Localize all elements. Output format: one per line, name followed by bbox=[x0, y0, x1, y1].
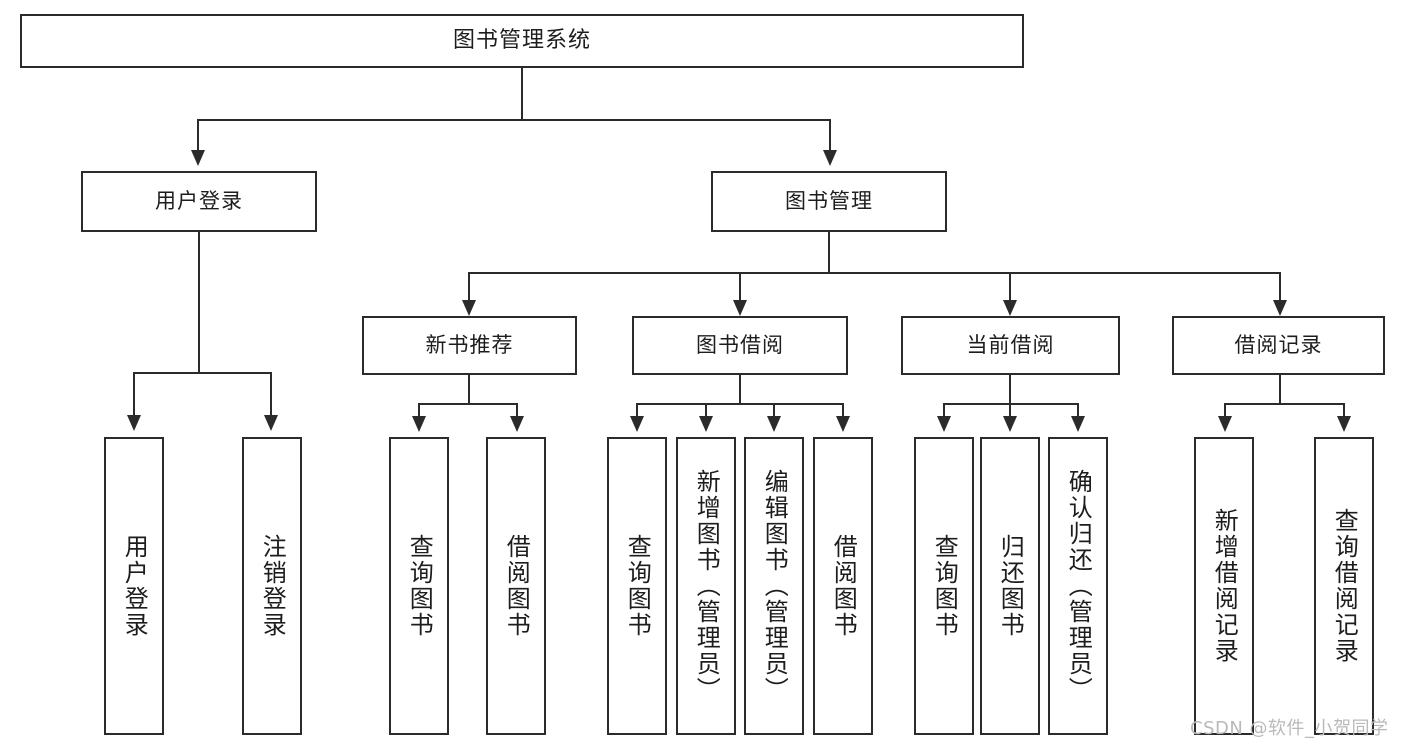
arrowhead-borrow-add-book bbox=[699, 416, 713, 432]
connector-record-stem bbox=[1279, 375, 1281, 404]
connector-record-drop-1 bbox=[1224, 403, 1226, 417]
leaf-current-return-book[interactable]: 归还图书 bbox=[980, 437, 1040, 735]
arrowhead-record-query bbox=[1337, 416, 1351, 432]
arrowhead-current-query-book bbox=[937, 416, 951, 432]
leaf-user-login[interactable]: 用户登录 bbox=[104, 437, 164, 735]
leaf-record-query[interactable]: 查询借阅记录 bbox=[1314, 437, 1374, 735]
connector-level3-drop-2 bbox=[739, 272, 741, 301]
connector-root-stem bbox=[521, 68, 523, 120]
connector-level3-bus bbox=[468, 272, 1280, 274]
node-label: 新增图书（管理员） bbox=[692, 469, 721, 703]
connector-borrow-bus bbox=[636, 403, 844, 405]
arrowhead-borrow-query-book bbox=[630, 416, 644, 432]
leaf-borrow-borrow-book[interactable]: 借阅图书 bbox=[813, 437, 873, 735]
node-book-manage[interactable]: 图书管理 bbox=[711, 171, 947, 232]
node-label: 图书管理系统 bbox=[452, 27, 591, 53]
arrowhead-current-return-book bbox=[1003, 416, 1017, 432]
arrowhead-recommend-borrow-book bbox=[510, 416, 524, 432]
connector-recommend-stem bbox=[468, 375, 470, 404]
node-label: 用户登录 bbox=[120, 534, 149, 638]
arrowhead-book-borrow bbox=[733, 300, 747, 316]
arrowhead-borrow-edit-book bbox=[767, 416, 781, 432]
arrowhead-borrow-borrow-book bbox=[836, 416, 850, 432]
connector-root-bus bbox=[197, 119, 831, 121]
node-book-borrow[interactable]: 图书借阅 bbox=[632, 316, 848, 375]
node-user-login[interactable]: 用户登录 bbox=[81, 171, 317, 232]
node-label: 图书借阅 bbox=[696, 332, 784, 357]
leaf-logout[interactable]: 注销登录 bbox=[242, 437, 302, 735]
connector-recommend-bus bbox=[418, 403, 518, 405]
arrowhead-borrow-record bbox=[1273, 300, 1287, 316]
connector-recommend-drop-1 bbox=[418, 403, 420, 417]
arrowhead-current-confirm-return bbox=[1071, 416, 1085, 432]
connector-userlogin-drop-1 bbox=[133, 372, 135, 416]
arrowhead-leaf-logout bbox=[264, 415, 278, 431]
arrowhead-user-login bbox=[191, 150, 205, 166]
node-label: 新增借阅记录 bbox=[1210, 508, 1239, 664]
leaf-recommend-borrow-book[interactable]: 借阅图书 bbox=[486, 437, 546, 735]
connector-current-drop-2 bbox=[1009, 403, 1011, 417]
arrowhead-leaf-user-login bbox=[127, 415, 141, 431]
node-label: 当前借阅 bbox=[966, 332, 1055, 357]
leaf-current-query-book[interactable]: 查询图书 bbox=[914, 437, 974, 735]
node-label: 编辑图书（管理员） bbox=[760, 469, 789, 703]
leaf-current-confirm-return[interactable]: 确认归还（管理员） bbox=[1048, 437, 1108, 735]
leaf-record-add[interactable]: 新增借阅记录 bbox=[1194, 437, 1254, 735]
node-label: 借阅图书 bbox=[829, 534, 858, 638]
connector-borrow-drop-4 bbox=[842, 403, 844, 417]
connector-root-drop-left bbox=[197, 119, 199, 151]
node-label: 注销登录 bbox=[258, 534, 287, 638]
node-label: 新书推荐 bbox=[425, 332, 514, 357]
node-label: 确认归还（管理员） bbox=[1064, 469, 1093, 703]
connector-level3-drop-3 bbox=[1009, 272, 1011, 301]
connector-userlogin-bus bbox=[133, 372, 271, 374]
node-new-book-recommend[interactable]: 新书推荐 bbox=[362, 316, 577, 375]
connector-borrow-drop-2 bbox=[705, 403, 707, 417]
connector-current-stem bbox=[1009, 375, 1011, 404]
connector-borrow-stem bbox=[739, 375, 741, 404]
node-borrow-record[interactable]: 借阅记录 bbox=[1172, 316, 1385, 375]
arrowhead-recommend-query-book bbox=[412, 416, 426, 432]
leaf-borrow-query-book[interactable]: 查询图书 bbox=[607, 437, 667, 735]
node-root-system[interactable]: 图书管理系统 bbox=[20, 14, 1024, 68]
connector-recommend-drop-2 bbox=[516, 403, 518, 417]
node-label: 图书管理 bbox=[785, 188, 873, 213]
csdn-watermark: CSDN @软件_小贺同学 bbox=[1190, 718, 1389, 739]
node-current-borrow[interactable]: 当前借阅 bbox=[901, 316, 1120, 375]
node-label: 查询借阅记录 bbox=[1330, 508, 1359, 664]
arrowhead-record-add bbox=[1218, 416, 1232, 432]
connector-borrow-drop-3 bbox=[773, 403, 775, 417]
arrowhead-book-manage bbox=[823, 150, 837, 166]
connector-borrow-drop-1 bbox=[636, 403, 638, 417]
leaf-borrow-add-book[interactable]: 新增图书（管理员） bbox=[676, 437, 736, 735]
connector-current-drop-3 bbox=[1077, 403, 1079, 417]
connector-current-drop-1 bbox=[943, 403, 945, 417]
arrowhead-new-book-recommend bbox=[462, 300, 476, 316]
node-label: 用户登录 bbox=[155, 188, 243, 213]
node-label: 借阅图书 bbox=[502, 534, 531, 638]
connector-userlogin-stem bbox=[198, 232, 200, 373]
node-label: 查询图书 bbox=[930, 534, 959, 638]
arrowhead-current-borrow bbox=[1003, 300, 1017, 316]
connector-record-drop-2 bbox=[1343, 403, 1345, 417]
node-label: 查询图书 bbox=[623, 534, 652, 638]
node-label: 归还图书 bbox=[996, 534, 1025, 638]
leaf-recommend-query-book[interactable]: 查询图书 bbox=[389, 437, 449, 735]
leaf-borrow-edit-book[interactable]: 编辑图书（管理员） bbox=[744, 437, 804, 735]
node-label: 查询图书 bbox=[405, 534, 434, 638]
connector-record-bus bbox=[1224, 403, 1344, 405]
connector-userlogin-drop-2 bbox=[270, 372, 272, 416]
connector-bookmanage-stem bbox=[828, 232, 830, 273]
connector-level3-drop-1 bbox=[468, 272, 470, 301]
connector-root-drop-right bbox=[829, 119, 831, 151]
connector-level3-drop-4 bbox=[1279, 272, 1281, 301]
node-label: 借阅记录 bbox=[1234, 332, 1323, 357]
